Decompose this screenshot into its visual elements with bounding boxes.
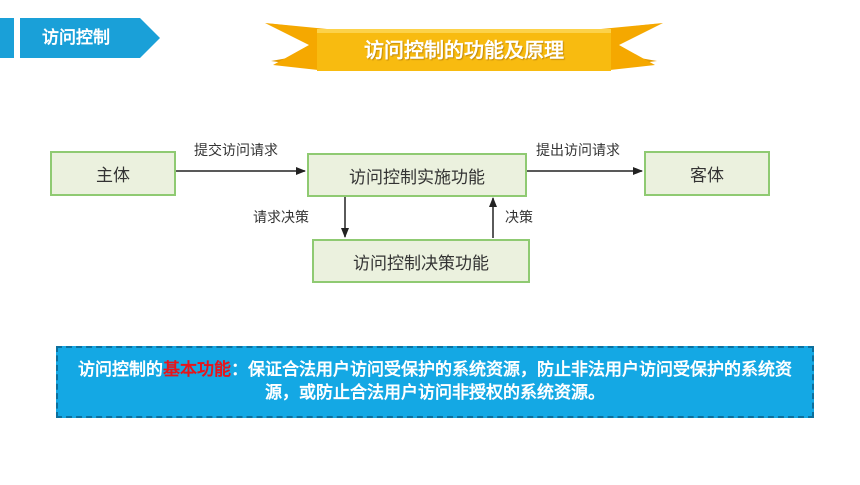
edge-label-submit-request: 提交访问请求 [194, 143, 278, 159]
edge-label-issue-request: 提出访问请求 [536, 143, 620, 159]
edge-label-request-decision: 请求决策 [253, 210, 309, 226]
section-tag-shape [20, 18, 160, 58]
node-decision: 访问控制决策功能 [312, 239, 530, 283]
banner-title: 访问控制的功能及原理 [364, 38, 564, 62]
summary-highlight: 基本功能 [163, 360, 231, 380]
side-accent-bar [0, 18, 14, 58]
banner-ribbon-shape [265, 23, 663, 71]
node-enforcement: 访问控制实施功能 [307, 153, 527, 197]
node-object: 客体 [644, 151, 770, 196]
summary-prefix: 访问控制的 [78, 360, 163, 380]
summary-box: 访问控制的基本功能：保证合法用户访问受保护的系统资源，防止非法用户访问受保护的系… [56, 346, 814, 418]
node-subject: 主体 [50, 151, 176, 196]
title-banner: 访问控制的功能及原理 [265, 15, 663, 79]
section-tag-label: 访问控制 [42, 28, 110, 48]
section-tag: 访问控制 [20, 18, 160, 58]
edge-label-decision: 决策 [505, 210, 533, 226]
summary-body: ：保证合法用户访问受保护的系统资源，防止非法用户访问受保护的系统资源，或防止合法… [231, 360, 792, 403]
